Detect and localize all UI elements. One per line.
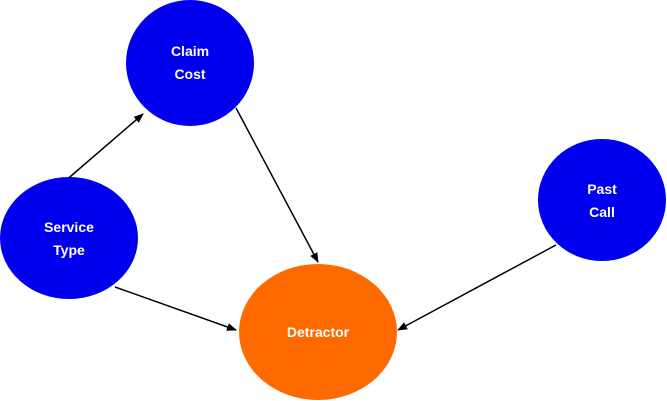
node-claim-cost-label-line1: Claim <box>171 43 209 59</box>
node-past-call: Past Call <box>538 139 666 261</box>
node-past-call-shape <box>538 139 666 261</box>
edge-claim-cost-to-detractor <box>235 107 319 263</box>
node-detractor: Detractor <box>239 264 397 400</box>
node-past-call-label-line2: Call <box>589 204 615 220</box>
node-detractor-shape <box>239 264 397 400</box>
edge-service-type-to-detractor <box>114 286 237 331</box>
node-service-type-label-line1: Service <box>44 219 94 235</box>
node-claim-cost-shape <box>126 0 254 126</box>
node-service-type-shape <box>0 177 138 299</box>
node-service-type-label-line2: Type <box>53 242 85 258</box>
node-detractor-label: Detractor <box>287 324 350 340</box>
node-claim-cost-label-line2: Cost <box>174 66 205 82</box>
node-service-type: Service Type <box>0 177 138 299</box>
node-past-call-label-line1: Past <box>587 181 617 197</box>
edge-past-call-to-detractor <box>397 244 557 331</box>
node-claim-cost: Claim Cost <box>126 0 254 126</box>
edge-service-type-to-claim-cost <box>63 113 144 183</box>
